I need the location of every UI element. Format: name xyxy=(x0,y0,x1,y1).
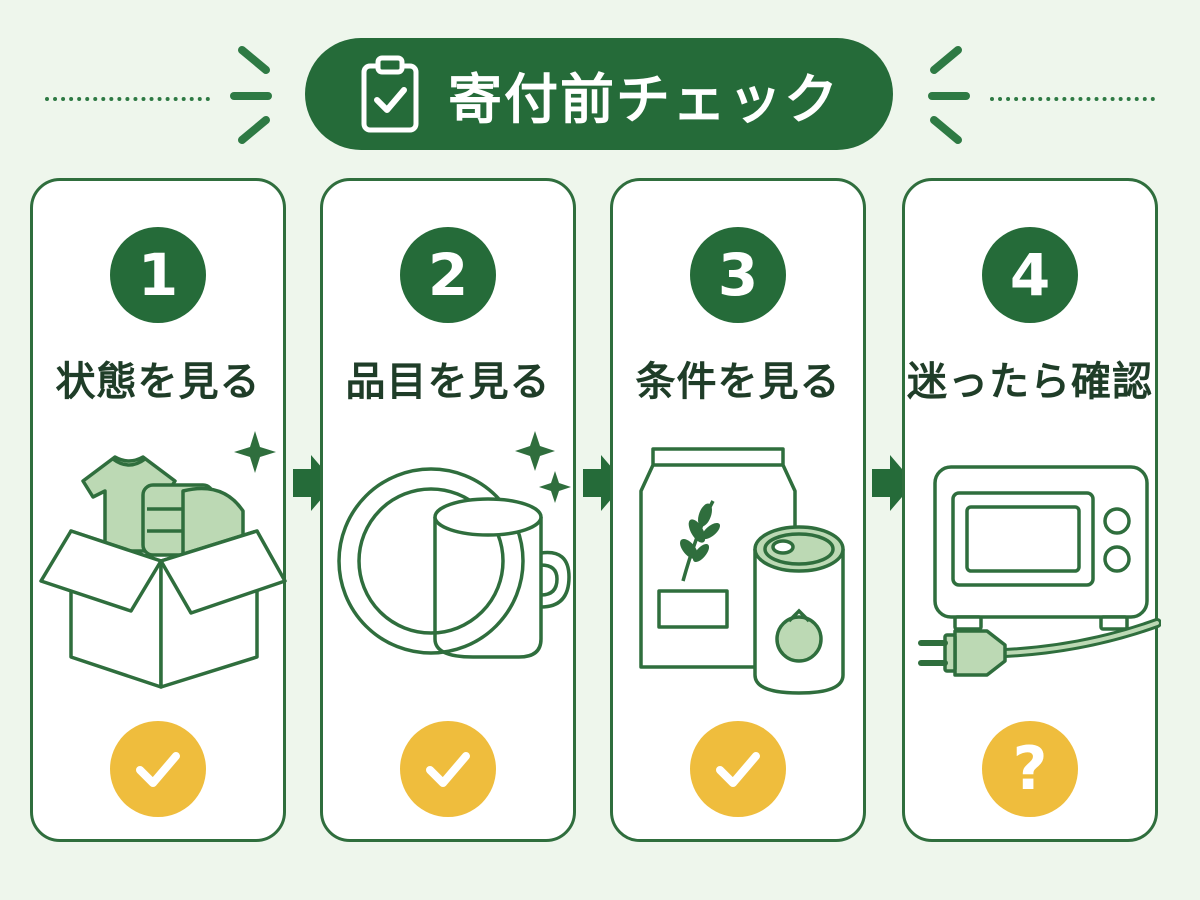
plate-and-mug-icon xyxy=(337,431,571,659)
clothes-box-icon xyxy=(39,431,287,689)
page-title: 寄付前チェック xyxy=(448,67,840,131)
step-number-badge: 4 xyxy=(982,227,1078,323)
step-number-badge: 2 xyxy=(400,227,496,323)
title-dotted-line-left xyxy=(45,97,210,101)
step-card-4: 4 迷ったら確認 ? xyxy=(902,178,1161,842)
clipboard-check-icon xyxy=(361,55,419,133)
step-label: 迷ったら確認 xyxy=(907,359,1153,405)
status-check-icon xyxy=(110,721,206,817)
step-card-1: 1 状態を見る xyxy=(30,178,287,842)
arrow-right-icon xyxy=(293,455,335,511)
burst-left-icon xyxy=(230,46,272,144)
step-label: 品目を見る xyxy=(345,359,551,405)
step-number-badge: 3 xyxy=(690,227,786,323)
sparkle-icon xyxy=(234,431,276,473)
sparkle-icon xyxy=(539,471,571,503)
sparkle-icon xyxy=(515,431,555,471)
step-card-3: 3 条件を見る xyxy=(610,178,866,842)
arrow-right-icon xyxy=(872,455,914,511)
title-dotted-line-right xyxy=(990,97,1155,101)
arrow-right-icon xyxy=(583,455,625,511)
food-bag-and-can-icon xyxy=(639,447,845,695)
burst-right-icon xyxy=(928,46,970,144)
step-card-2: 2 品目を見る xyxy=(320,178,576,842)
step-number-badge: 1 xyxy=(110,227,206,323)
microwave-with-plug-icon xyxy=(918,465,1161,677)
title-banner: 寄付前チェック xyxy=(305,38,893,150)
status-check-icon xyxy=(690,721,786,817)
step-label: 状態を見る xyxy=(55,359,261,405)
status-question-icon: ? xyxy=(982,721,1078,817)
step-label: 条件を見る xyxy=(635,359,841,405)
status-check-icon xyxy=(400,721,496,817)
